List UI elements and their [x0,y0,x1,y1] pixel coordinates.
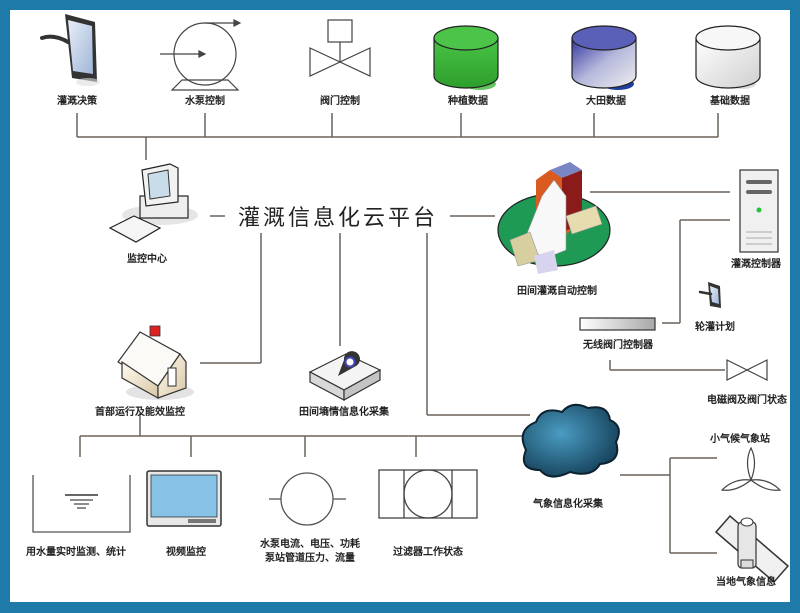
label-base-data: 基础数据 [710,96,750,107]
label-pump-control: 水泵控制 [185,96,225,107]
label-valve-control: 阀门控制 [320,96,360,107]
pump-icon [160,19,242,91]
house-icon [117,325,194,400]
cloud-icon [521,403,620,478]
connector-lines [32,14,790,584]
label-water-usage: 用水量实时监测、统计 [26,547,126,558]
label-local-weather-info: 当地气象信息 [716,577,776,588]
label-monitor-center: 监控中心 [127,254,167,265]
label-field-auto-control: 田间灌溉自动控制 [517,286,597,297]
label-planting-data: 种植数据 [448,96,488,107]
label-pump-metrics-line2: 泵站管道压力、流量 [265,553,355,564]
label-filter-status: 过滤器工作状态 [393,547,463,558]
label-head-monitoring: 首部运行及能效监控 [95,407,185,418]
label-solenoid-valve-status: 电磁阀及阀门状态 [707,395,787,406]
solenoid-valve-icon [726,359,768,381]
small-tablet-icon [698,282,721,308]
filter-icon [378,469,478,519]
label-wireless-valve-controller: 无线阀门控制器 [583,340,653,351]
label-pump-metrics: 水泵电流、电压、功耗 泵站管道压力、流量 [260,538,360,566]
label-weather-collection: 气象信息化采集 [533,499,603,510]
label-soil-moisture: 田间墒情信息化采集 [299,407,389,418]
tank-icon [32,475,131,533]
valve-icon [309,19,371,77]
computer-icon [108,163,198,243]
database-white-icon [695,25,761,89]
database-green-icon [433,25,499,90]
server-icon [739,169,779,253]
platform-title: 灌溉信息化云平台 [238,206,439,231]
label-micro-weather-station: 小气候气象站 [710,434,770,445]
diagram-canvas: 灌溉决策 水泵控制 阀门控制 种植数据 大田数据 基础数据 灌溉信息化云平台 监… [10,10,790,602]
label-video-monitor: 视频监控 [166,547,206,558]
fan-icon [720,446,782,491]
label-pump-metrics-line1: 水泵电流、电压、功耗 [260,539,360,550]
pump-circle-icon [269,472,346,526]
label-irrigation-controller: 灌溉控制器 [731,259,781,270]
sensor-icon [308,351,382,402]
monitor-icon [146,470,222,527]
tablet-icon [40,14,100,86]
satellite-icon [714,514,790,584]
building-icon [497,162,611,274]
controller-bar-icon [579,317,656,331]
label-irrigation-decision: 灌溉决策 [57,96,97,107]
label-rotation-plan: 轮灌计划 [695,322,735,333]
database-blue-icon [571,25,637,90]
label-field-data: 大田数据 [586,96,626,107]
